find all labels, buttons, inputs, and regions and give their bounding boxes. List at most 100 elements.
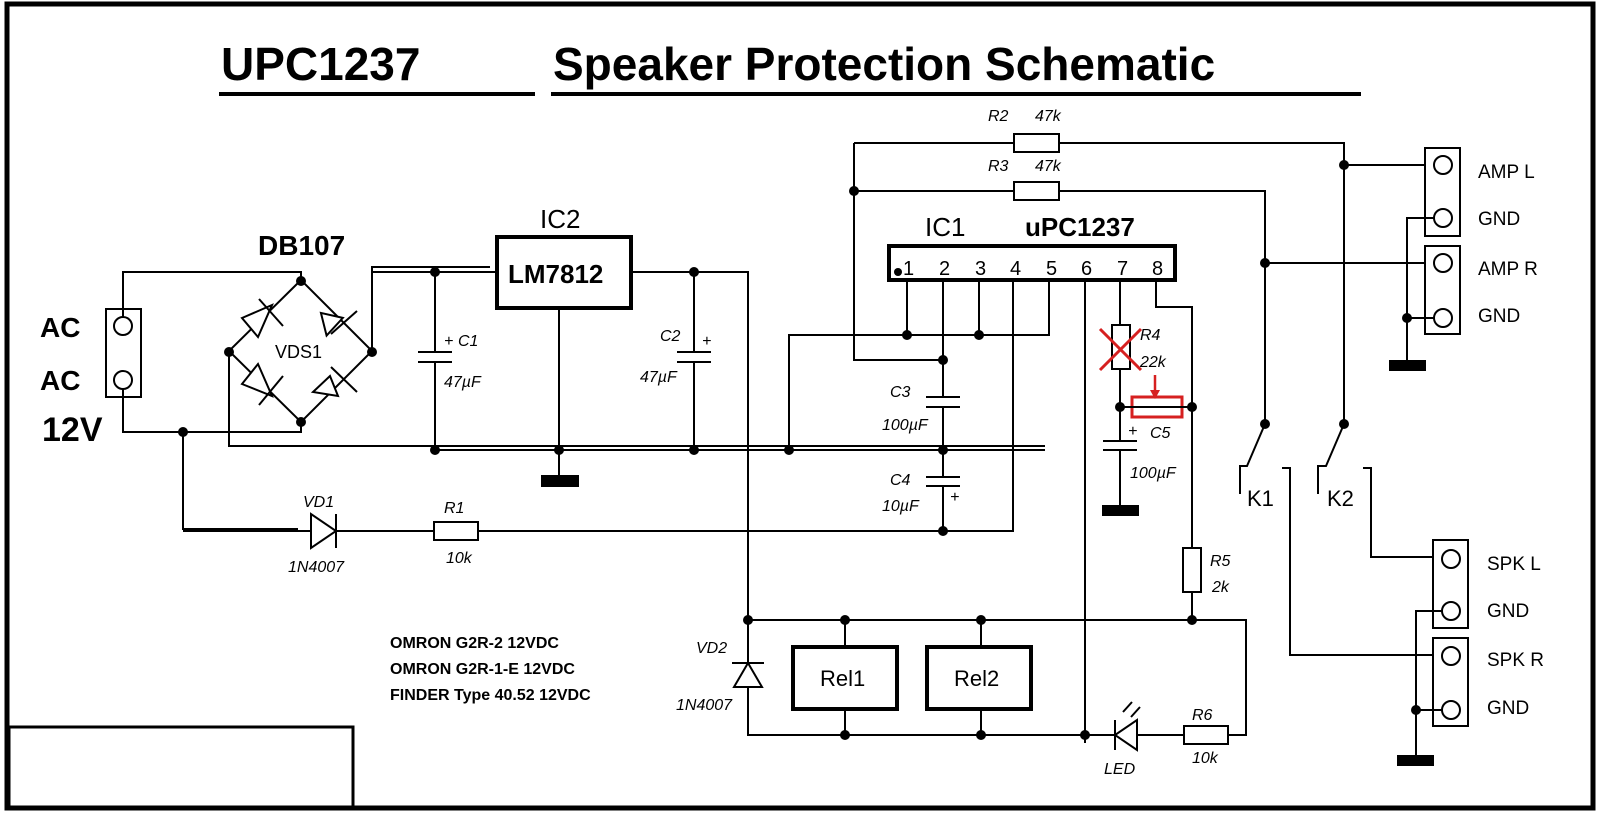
vd2-ref: VD2 xyxy=(696,640,727,657)
diode-vd1: VD1 1N4007 xyxy=(288,494,345,576)
r4-ref: R4 xyxy=(1140,327,1161,344)
ground-symbol xyxy=(1102,505,1139,516)
capacitor-c2: C2 + 47µF xyxy=(640,267,711,455)
ic1-pin-7: 7 xyxy=(1117,258,1128,280)
r2-value: 47k xyxy=(1035,108,1062,125)
title-part2: Speaker Protection Schematic xyxy=(553,38,1215,90)
resistor-r4: R4 22k xyxy=(1098,324,1167,372)
light-emission-arrows xyxy=(1122,701,1141,718)
c2-ref: C2 xyxy=(660,328,681,345)
amp-connector: AMP L GND AMP R GND xyxy=(1265,147,1538,371)
vd1-part: 1N4007 xyxy=(288,559,345,576)
k2-label: K2 xyxy=(1327,486,1354,511)
title-part1: UPC1237 xyxy=(221,38,420,90)
r3-ref: R3 xyxy=(988,158,1009,175)
led: LED xyxy=(1104,701,1184,778)
ic1-pin-3: 3 xyxy=(975,258,986,280)
diode-vd2: VD2 1N4007 xyxy=(676,640,764,714)
terminal-ac1 xyxy=(113,316,133,336)
r3-value: 47k xyxy=(1035,158,1062,175)
ac-label-2: AC xyxy=(40,365,80,396)
ic2-ref: IC2 xyxy=(540,204,580,234)
k1-label: K1 xyxy=(1247,486,1274,511)
c2-value: 47µF xyxy=(640,369,678,386)
crossed-out-mark xyxy=(1098,327,1143,372)
rel1-label: Rel1 xyxy=(820,666,865,691)
c4-ref: C4 xyxy=(890,472,911,489)
r6-value: 10k xyxy=(1192,750,1219,767)
c1-value: 47µF xyxy=(444,374,482,391)
ic1-pin-5: 5 xyxy=(1046,258,1057,280)
ic1-pin-1: 1 xyxy=(903,258,914,280)
rel2-label: Rel2 xyxy=(954,666,999,691)
ic1-upc1237: IC1 uPC1237 1 2 3 4 5 6 7 8 xyxy=(887,212,1177,282)
c2-polarity: + xyxy=(702,333,711,350)
ground-symbol xyxy=(541,475,579,487)
r2-ref: R2 xyxy=(988,108,1009,125)
resistor-r3: R3 47k xyxy=(854,158,1266,424)
vd1-ref: VD1 xyxy=(303,494,334,511)
r1-value: 10k xyxy=(446,550,473,567)
led-label: LED xyxy=(1104,761,1136,778)
ground-symbol xyxy=(1397,755,1434,766)
capacitor-c5: + C5 100µF xyxy=(1102,407,1177,516)
bridge-name: DB107 xyxy=(258,230,345,261)
relay-notes: OMRON G2R-2 12VDC OMRON G2R-1-E 12VDC FI… xyxy=(390,635,591,704)
ac-input-connector: AC AC 12V xyxy=(40,308,142,449)
ground-symbol xyxy=(1389,360,1426,371)
r4-value: 22k xyxy=(1139,354,1167,371)
ac-label-1: AC xyxy=(40,312,80,343)
ic1-ref: IC1 xyxy=(925,212,965,242)
c3-ref: C3 xyxy=(890,384,911,401)
relay-note-2: OMRON G2R-1-E 12VDC xyxy=(390,661,575,678)
c1-polarity: + xyxy=(444,333,453,350)
spk-r-label: SPK R xyxy=(1487,650,1544,671)
c5-ref: C5 xyxy=(1150,425,1171,442)
relay-switch-k2: K2 xyxy=(1317,419,1440,558)
spk-l-label: SPK L xyxy=(1487,554,1541,575)
capacitor-c4: C4 + 10µF xyxy=(882,450,960,536)
vd2-part: 1N4007 xyxy=(676,697,733,714)
c1-ref: C1 xyxy=(458,333,478,350)
ic2-part: LM7812 xyxy=(508,259,603,289)
spk-gnd2-label: GND xyxy=(1487,698,1529,719)
regulator-ic2: IC2 LM7812 xyxy=(495,204,633,310)
bridge-ref: VDS1 xyxy=(275,342,322,362)
ic1-pin-4: 4 xyxy=(1010,258,1021,280)
ic1-pin-6: 6 xyxy=(1081,258,1092,280)
c5-polarity: + xyxy=(1128,423,1137,440)
relay-switch-k1: K1 xyxy=(1239,419,1440,656)
capacitor-c3: C3 100µF xyxy=(882,355,960,450)
replacement-resistor xyxy=(1120,375,1192,419)
ic1-pin-2: 2 xyxy=(939,258,950,280)
resistor-r1: R1 10k xyxy=(433,500,479,567)
ic1-part: uPC1237 xyxy=(1025,212,1135,242)
voltage-label: 12V xyxy=(42,411,103,449)
bridge-rectifier: DB107 VDS1 xyxy=(224,230,377,427)
title-block xyxy=(7,725,355,810)
amp-gnd2-label: GND xyxy=(1478,306,1520,327)
c5-value: 100µF xyxy=(1130,465,1177,482)
r6-ref: R6 xyxy=(1192,707,1213,724)
c3-value: 100µF xyxy=(882,417,929,434)
page-title: UPC1237 Speaker Protection Schematic xyxy=(219,38,1361,96)
relay-note-1: OMRON G2R-2 12VDC xyxy=(390,635,559,652)
terminal-ac2 xyxy=(113,370,133,390)
resistor-r5: R5 2k xyxy=(1182,547,1231,596)
r5-ref: R5 xyxy=(1210,553,1231,570)
capacitor-c1: + C1 47µF xyxy=(418,267,482,455)
r5-value: 2k xyxy=(1211,579,1230,596)
ic1-pin-8: 8 xyxy=(1152,258,1163,280)
relay-rel1: Rel1 xyxy=(791,620,899,735)
amp-gnd1-label: GND xyxy=(1478,209,1520,230)
amp-r-label: AMP R xyxy=(1478,259,1538,280)
relay-rel2: Rel2 xyxy=(925,620,1033,735)
resistor-r2: R2 47k xyxy=(854,108,1345,424)
amp-l-label: AMP L xyxy=(1478,162,1535,183)
c4-value: 10µF xyxy=(882,498,920,515)
spk-connector: SPK L GND SPK R GND xyxy=(1397,539,1544,766)
r1-ref: R1 xyxy=(444,500,464,517)
spk-gnd1-label: GND xyxy=(1487,601,1529,622)
c4-polarity: + xyxy=(950,489,959,506)
